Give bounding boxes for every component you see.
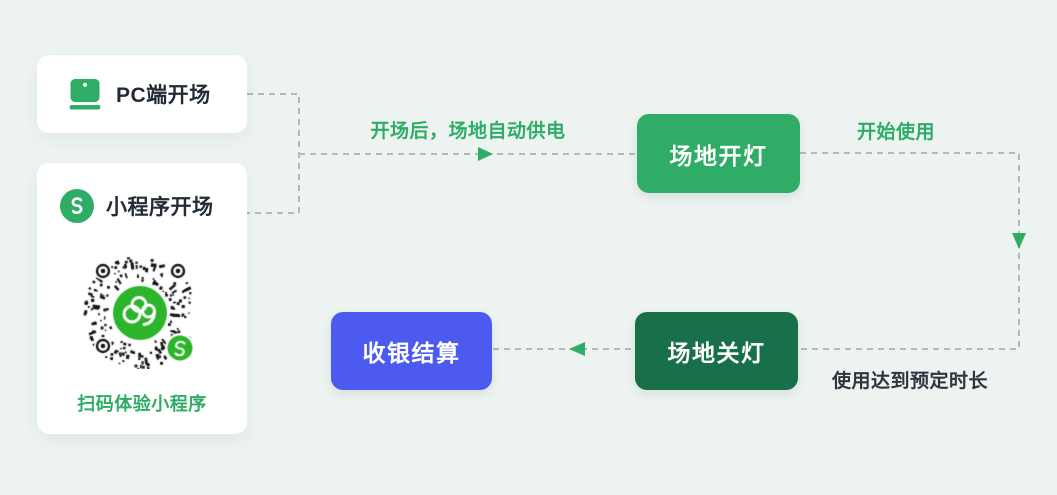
miniprogram-open-label: 小程序开场 xyxy=(106,196,214,219)
laptop-icon xyxy=(69,79,101,110)
arrow-right-icon xyxy=(478,147,493,161)
miniprogram-qrcode xyxy=(81,251,199,369)
miniprogram-card-header: 小程序开场 xyxy=(60,189,214,223)
miniprogram-open-card: 小程序开场 扫码体验小程序 xyxy=(37,163,247,434)
edge-sources-junction xyxy=(247,93,300,214)
miniprogram-icon xyxy=(60,189,94,223)
pc-open-card: PC端开场 xyxy=(37,55,247,133)
pc-open-label: PC端开场 xyxy=(116,84,211,107)
edge-label-auto-power: 开场后，场地自动供电 xyxy=(370,121,566,142)
arrow-left-icon xyxy=(569,342,585,356)
lights-off-button[interactable]: 场地关灯 xyxy=(635,312,798,390)
arrow-down-icon xyxy=(1012,233,1026,249)
edge-label-duration-reached: 使用达到预定时长 xyxy=(831,371,988,392)
checkout-button[interactable]: 收银结算 xyxy=(331,312,492,390)
lights-on-button[interactable]: 场地开灯 xyxy=(637,114,800,193)
edge-label-start-use: 开始使用 xyxy=(856,122,935,143)
qrcode-caption: 扫码体验小程序 xyxy=(77,394,207,414)
